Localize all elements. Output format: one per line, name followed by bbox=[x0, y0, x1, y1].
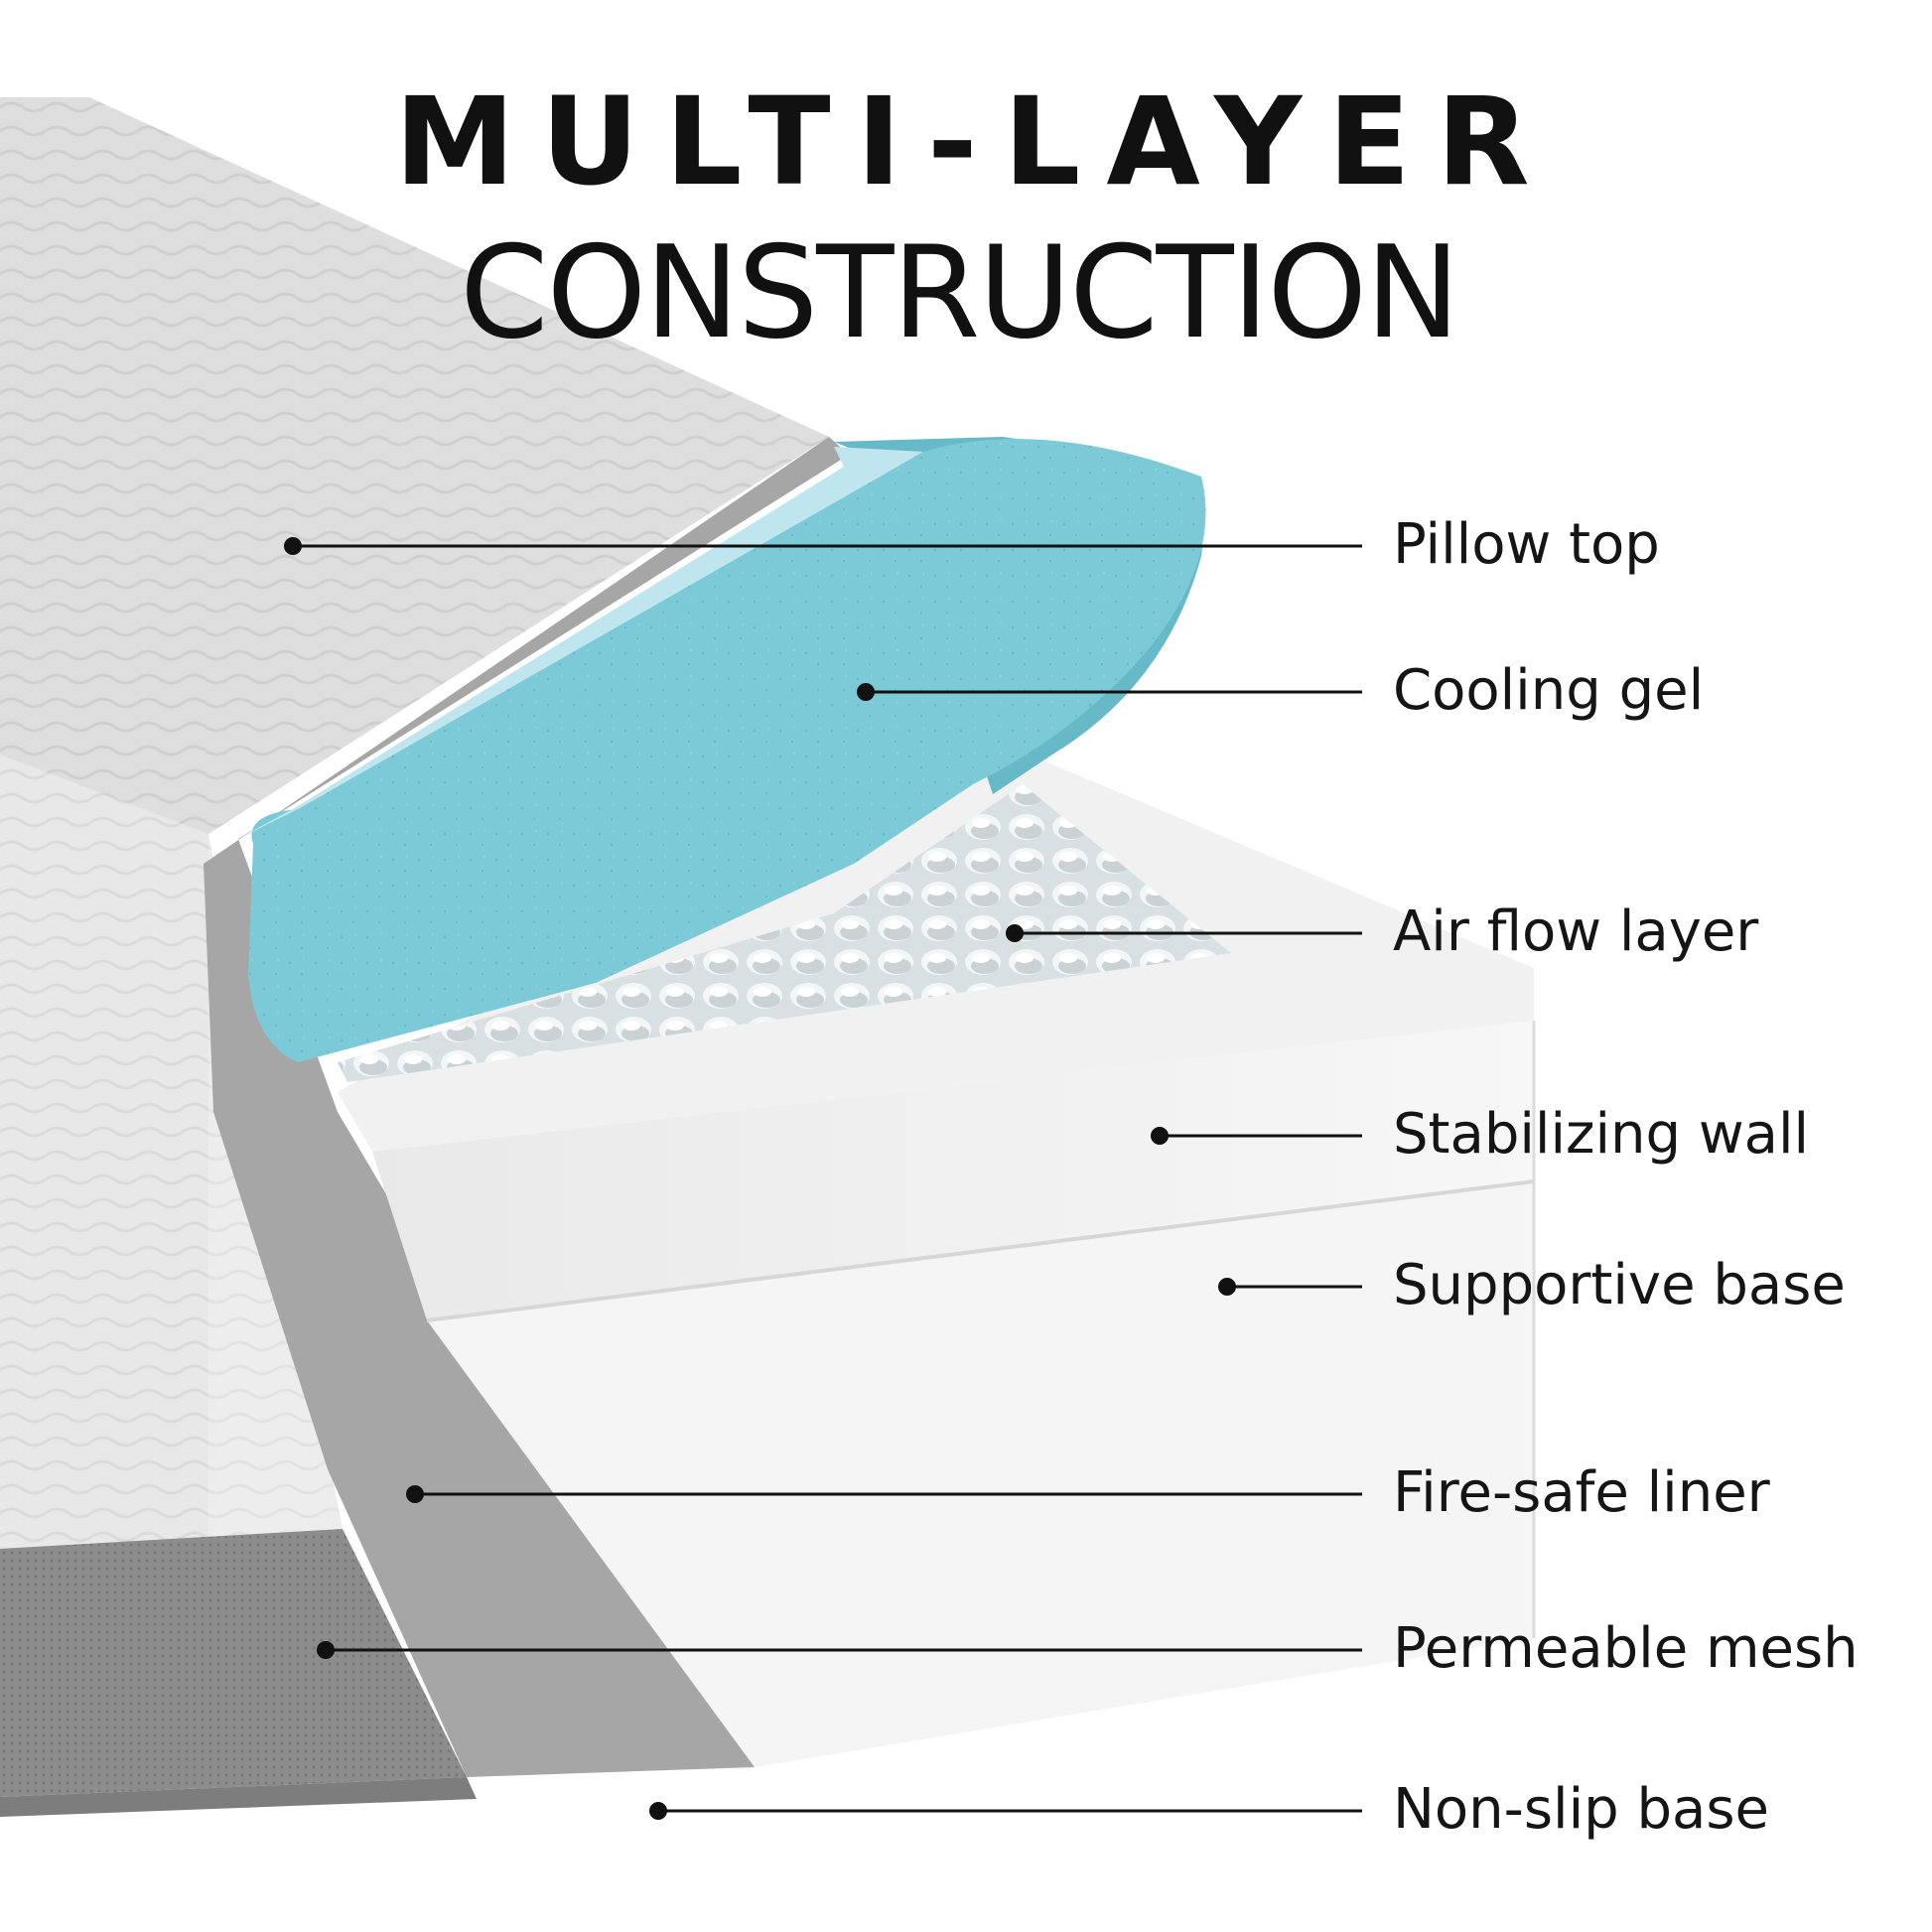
label-non-slip-base: Non-slip base bbox=[1393, 1777, 1769, 1842]
label-stabilizing-wall: Stabilizing wall bbox=[1393, 1102, 1810, 1167]
stabilizing-wall-face bbox=[372, 1021, 1534, 1320]
permeable-mesh-strip bbox=[0, 1529, 467, 1797]
air-flow-layer-foam bbox=[338, 784, 1231, 1082]
cooling-gel-sheet bbox=[248, 439, 1206, 1063]
label-permeable-mesh: Permeable mesh bbox=[1393, 1616, 1859, 1681]
title-secondary: CONSTRUCTION bbox=[460, 219, 1460, 367]
label-fire-safe-liner: Fire-safe liner bbox=[1393, 1460, 1770, 1525]
fire-safe-liner-band bbox=[204, 437, 849, 1777]
non-slip-base-strip bbox=[0, 1777, 477, 1817]
label-cooling-gel: Cooling gel bbox=[1393, 658, 1705, 723]
title-primary: MULTI-LAYER bbox=[394, 71, 1556, 212]
supportive-base-face bbox=[427, 1181, 1534, 1767]
label-pillow-top: Pillow top bbox=[1393, 512, 1660, 577]
pillow-top-lower bbox=[0, 755, 343, 1549]
label-air-flow-layer: Air flow layer bbox=[1393, 899, 1759, 964]
label-supportive-base: Supportive base bbox=[1393, 1253, 1846, 1317]
